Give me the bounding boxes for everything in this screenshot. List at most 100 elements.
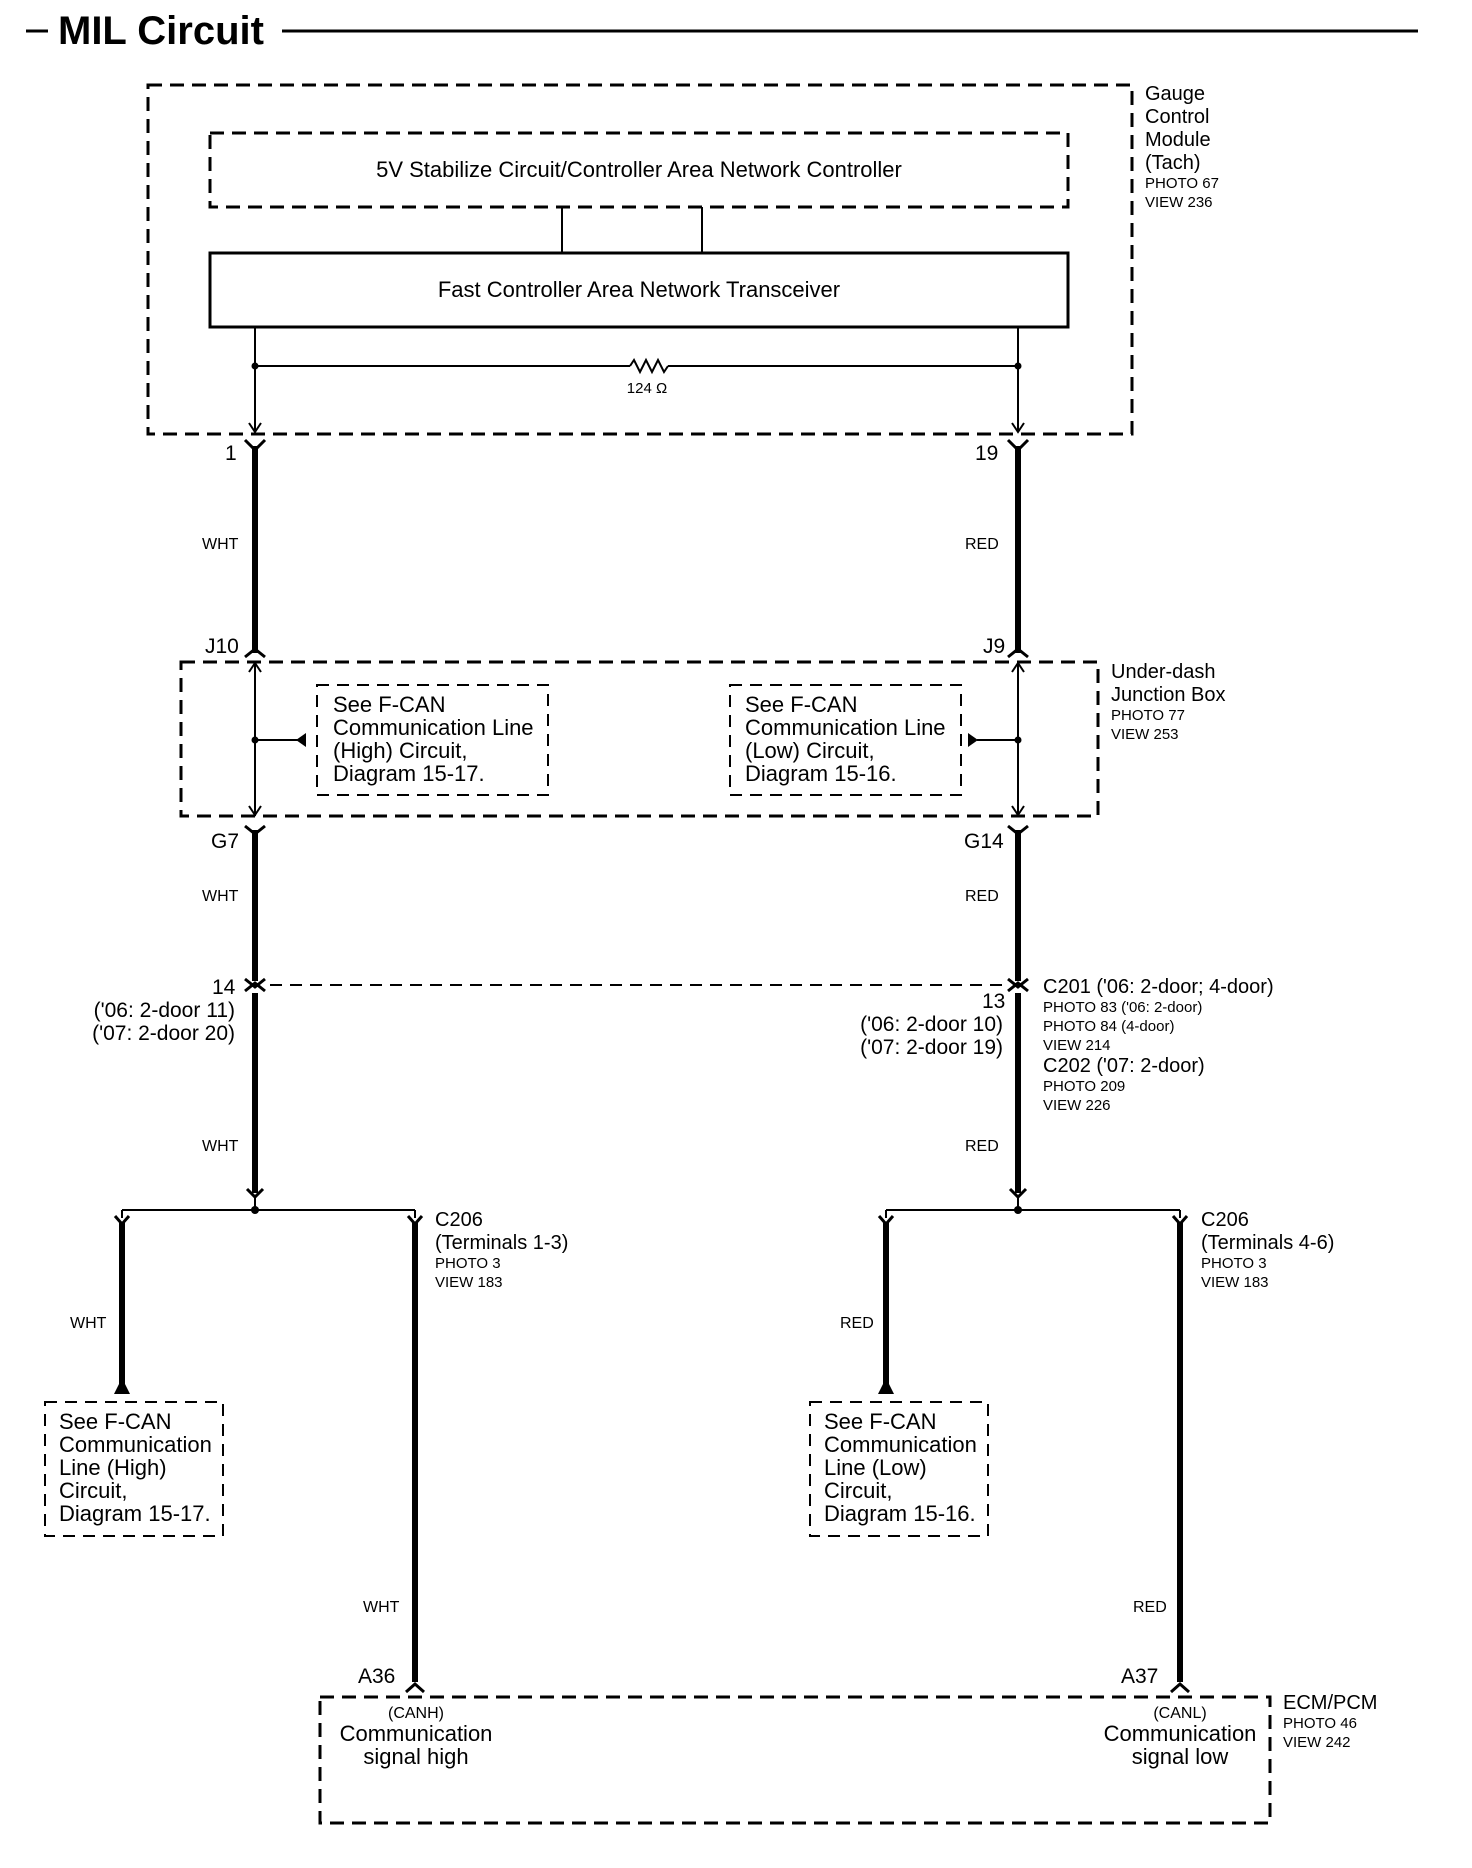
gauge-control-module: 5V Stabilize Circuit/Controller Area Net… — [146, 83, 1219, 436]
right-splice — [877, 1197, 1190, 1694]
junction-box-photo: PHOTO 77 — [1111, 707, 1185, 724]
wire-color-branch-left: WHT — [70, 1315, 107, 1332]
gauge-module-name-4: (Tach) — [1145, 152, 1201, 174]
page-title: MIL Circuit — [58, 9, 264, 53]
ecm-pcm-module: A36 A37 (CANH) Communication signal high… — [318, 1665, 1377, 1825]
c206-right-view: VIEW 183 — [1201, 1274, 1269, 1291]
c201-pin-left-alt-1: ('06: 2-door 11) — [94, 999, 235, 1022]
junction-pin-top-right: J9 — [983, 635, 1005, 658]
ecm-left-tag: (CANH) — [388, 1705, 444, 1722]
c206-right-terminals: (Terminals 4-6) — [1201, 1232, 1334, 1254]
junction-box-view: VIEW 253 — [1111, 726, 1179, 743]
branch-note-left-2: Communication — [59, 1432, 212, 1457]
left-splice — [113, 1197, 425, 1694]
junction-note-right-2: Communication Line — [745, 715, 946, 740]
c201-connector: 14 ('06: 2-door 11) ('07: 2-door 20) 13 … — [92, 976, 1274, 1114]
wire-color-left-1: WHT — [202, 536, 239, 553]
junction-box-boundary — [179, 660, 1100, 818]
branch-note-right-2: Communication — [824, 1432, 977, 1457]
branch-note-left-3: Line (High) — [59, 1455, 167, 1480]
junction-pin-top-left: J10 — [205, 635, 239, 658]
ecm-right-label-1: Communication — [1104, 1721, 1257, 1746]
ecm-pin-left: A36 — [358, 1665, 395, 1688]
wire-color-branch-right: RED — [840, 1315, 874, 1332]
c201-pin-right-alt-1: ('06: 2-door 10) — [860, 1013, 1003, 1036]
can-controller-box — [208, 131, 1070, 209]
wire-color-ecm-left: WHT — [363, 1599, 400, 1616]
ecm-right-tag: (CANL) — [1153, 1705, 1206, 1722]
c201-pin-left-alt-2: ('07: 2-door 20) — [92, 1022, 235, 1045]
c201-pin-right: 13 — [982, 990, 1005, 1013]
wire-color-ecm-right: RED — [1133, 1599, 1167, 1616]
resistor-124-ohm — [255, 357, 1018, 375]
branch-note-left-1: See F-CAN — [59, 1409, 171, 1434]
branch-note-left-4: Circuit, — [59, 1478, 127, 1503]
gauge-module-boundary — [146, 83, 1134, 436]
junction-note-right-4: Diagram 15-16. — [745, 761, 897, 786]
branch-note-right-3: Line (Low) — [824, 1455, 927, 1480]
junction-note-right-3: (Low) Circuit, — [745, 738, 875, 763]
under-dash-junction-box: See F-CAN Communication Line (High) Circ… — [179, 660, 1226, 818]
ecm-view: VIEW 242 — [1283, 1734, 1351, 1751]
c206-left-terminals: (Terminals 1-3) — [435, 1232, 568, 1254]
ecm-boundary — [318, 1695, 1272, 1825]
junction-box-name-1: Under-dash — [1111, 661, 1216, 683]
ecm-pin-right: A37 — [1121, 1665, 1158, 1688]
can-controller-label: 5V Stabilize Circuit/Controller Area Net… — [376, 157, 902, 182]
c206-left-photo: PHOTO 3 — [435, 1255, 501, 1272]
c202-view: VIEW 226 — [1043, 1097, 1111, 1114]
ecm-name: ECM/PCM — [1283, 1692, 1377, 1714]
wire-color-right-3: RED — [965, 1138, 999, 1155]
c201-view: VIEW 214 — [1043, 1037, 1111, 1054]
gauge-pin-right: 19 — [975, 442, 998, 465]
connector-marks — [243, 438, 1030, 1200]
can-transceiver-label: Fast Controller Area Network Transceiver — [438, 277, 840, 302]
ecm-left-label-2: signal high — [363, 1744, 468, 1769]
can-transceiver-box — [208, 251, 1070, 329]
junction-note-left-box — [316, 684, 549, 796]
c201-photo-a: PHOTO 83 ('06: 2-door) — [1043, 999, 1202, 1016]
c201-photo-b: PHOTO 84 (4-door) — [1043, 1018, 1174, 1035]
gauge-pin-left: 1 — [225, 442, 237, 465]
c202-label: C202 ('07: 2-door) — [1043, 1055, 1205, 1077]
junction-note-right-1: See F-CAN — [745, 692, 857, 717]
branch-note-right: See F-CAN Communication Line (Low) Circu… — [809, 1401, 989, 1537]
junction-note-left-3: (High) Circuit, — [333, 738, 467, 763]
junction-note-left-4: Diagram 15-17. — [333, 761, 485, 786]
resistor-label: 124 Ω — [627, 380, 667, 397]
c201-pin-left: 14 — [212, 976, 236, 999]
wire-color-right-1: RED — [965, 536, 999, 553]
branch-note-right-4: Circuit, — [824, 1478, 892, 1503]
gauge-module-name-1: Gauge — [1145, 83, 1205, 105]
wire-color-left-2: WHT — [202, 888, 239, 905]
wire-color-left-3: WHT — [202, 1138, 239, 1155]
title-bar: MIL Circuit — [26, 9, 1418, 53]
c206-right-photo: PHOTO 3 — [1201, 1255, 1267, 1272]
main-wires — [252, 446, 1021, 1193]
c201-pin-right-alt-2: ('07: 2-door 19) — [860, 1036, 1003, 1059]
ecm-left-label-1: Communication — [340, 1721, 493, 1746]
c202-photo: PHOTO 209 — [1043, 1078, 1125, 1095]
branch-note-left: See F-CAN Communication Line (High) Circ… — [44, 1401, 224, 1537]
gauge-module-name-3: Module — [1145, 129, 1211, 151]
junction-pin-bottom-left: G7 — [211, 830, 239, 853]
c206-left-view: VIEW 183 — [435, 1274, 503, 1291]
junction-note-right-box — [729, 684, 962, 796]
branch-note-left-5: Diagram 15-17. — [59, 1501, 211, 1526]
wire-color-right-2: RED — [965, 888, 999, 905]
branch-note-right-5: Diagram 15-16. — [824, 1501, 976, 1526]
junction-box-name-2: Junction Box — [1111, 684, 1226, 706]
c201-label: C201 ('06: 2-door; 4-door) — [1043, 976, 1274, 998]
gauge-module-photo: PHOTO 67 — [1145, 175, 1219, 192]
ecm-right-label-2: signal low — [1132, 1744, 1229, 1769]
ecm-photo: PHOTO 46 — [1283, 1715, 1357, 1732]
gauge-module-name-2: Control — [1145, 106, 1209, 128]
branch-note-right-1: See F-CAN — [824, 1409, 936, 1434]
junction-note-left-2: Communication Line — [333, 715, 534, 740]
junction-note-left-1: See F-CAN — [333, 692, 445, 717]
gauge-module-view: VIEW 236 — [1145, 194, 1213, 211]
c206-left-label: C206 — [435, 1209, 483, 1231]
junction-pin-bottom-right: G14 — [964, 830, 1004, 853]
c206-right-label: C206 — [1201, 1209, 1249, 1231]
